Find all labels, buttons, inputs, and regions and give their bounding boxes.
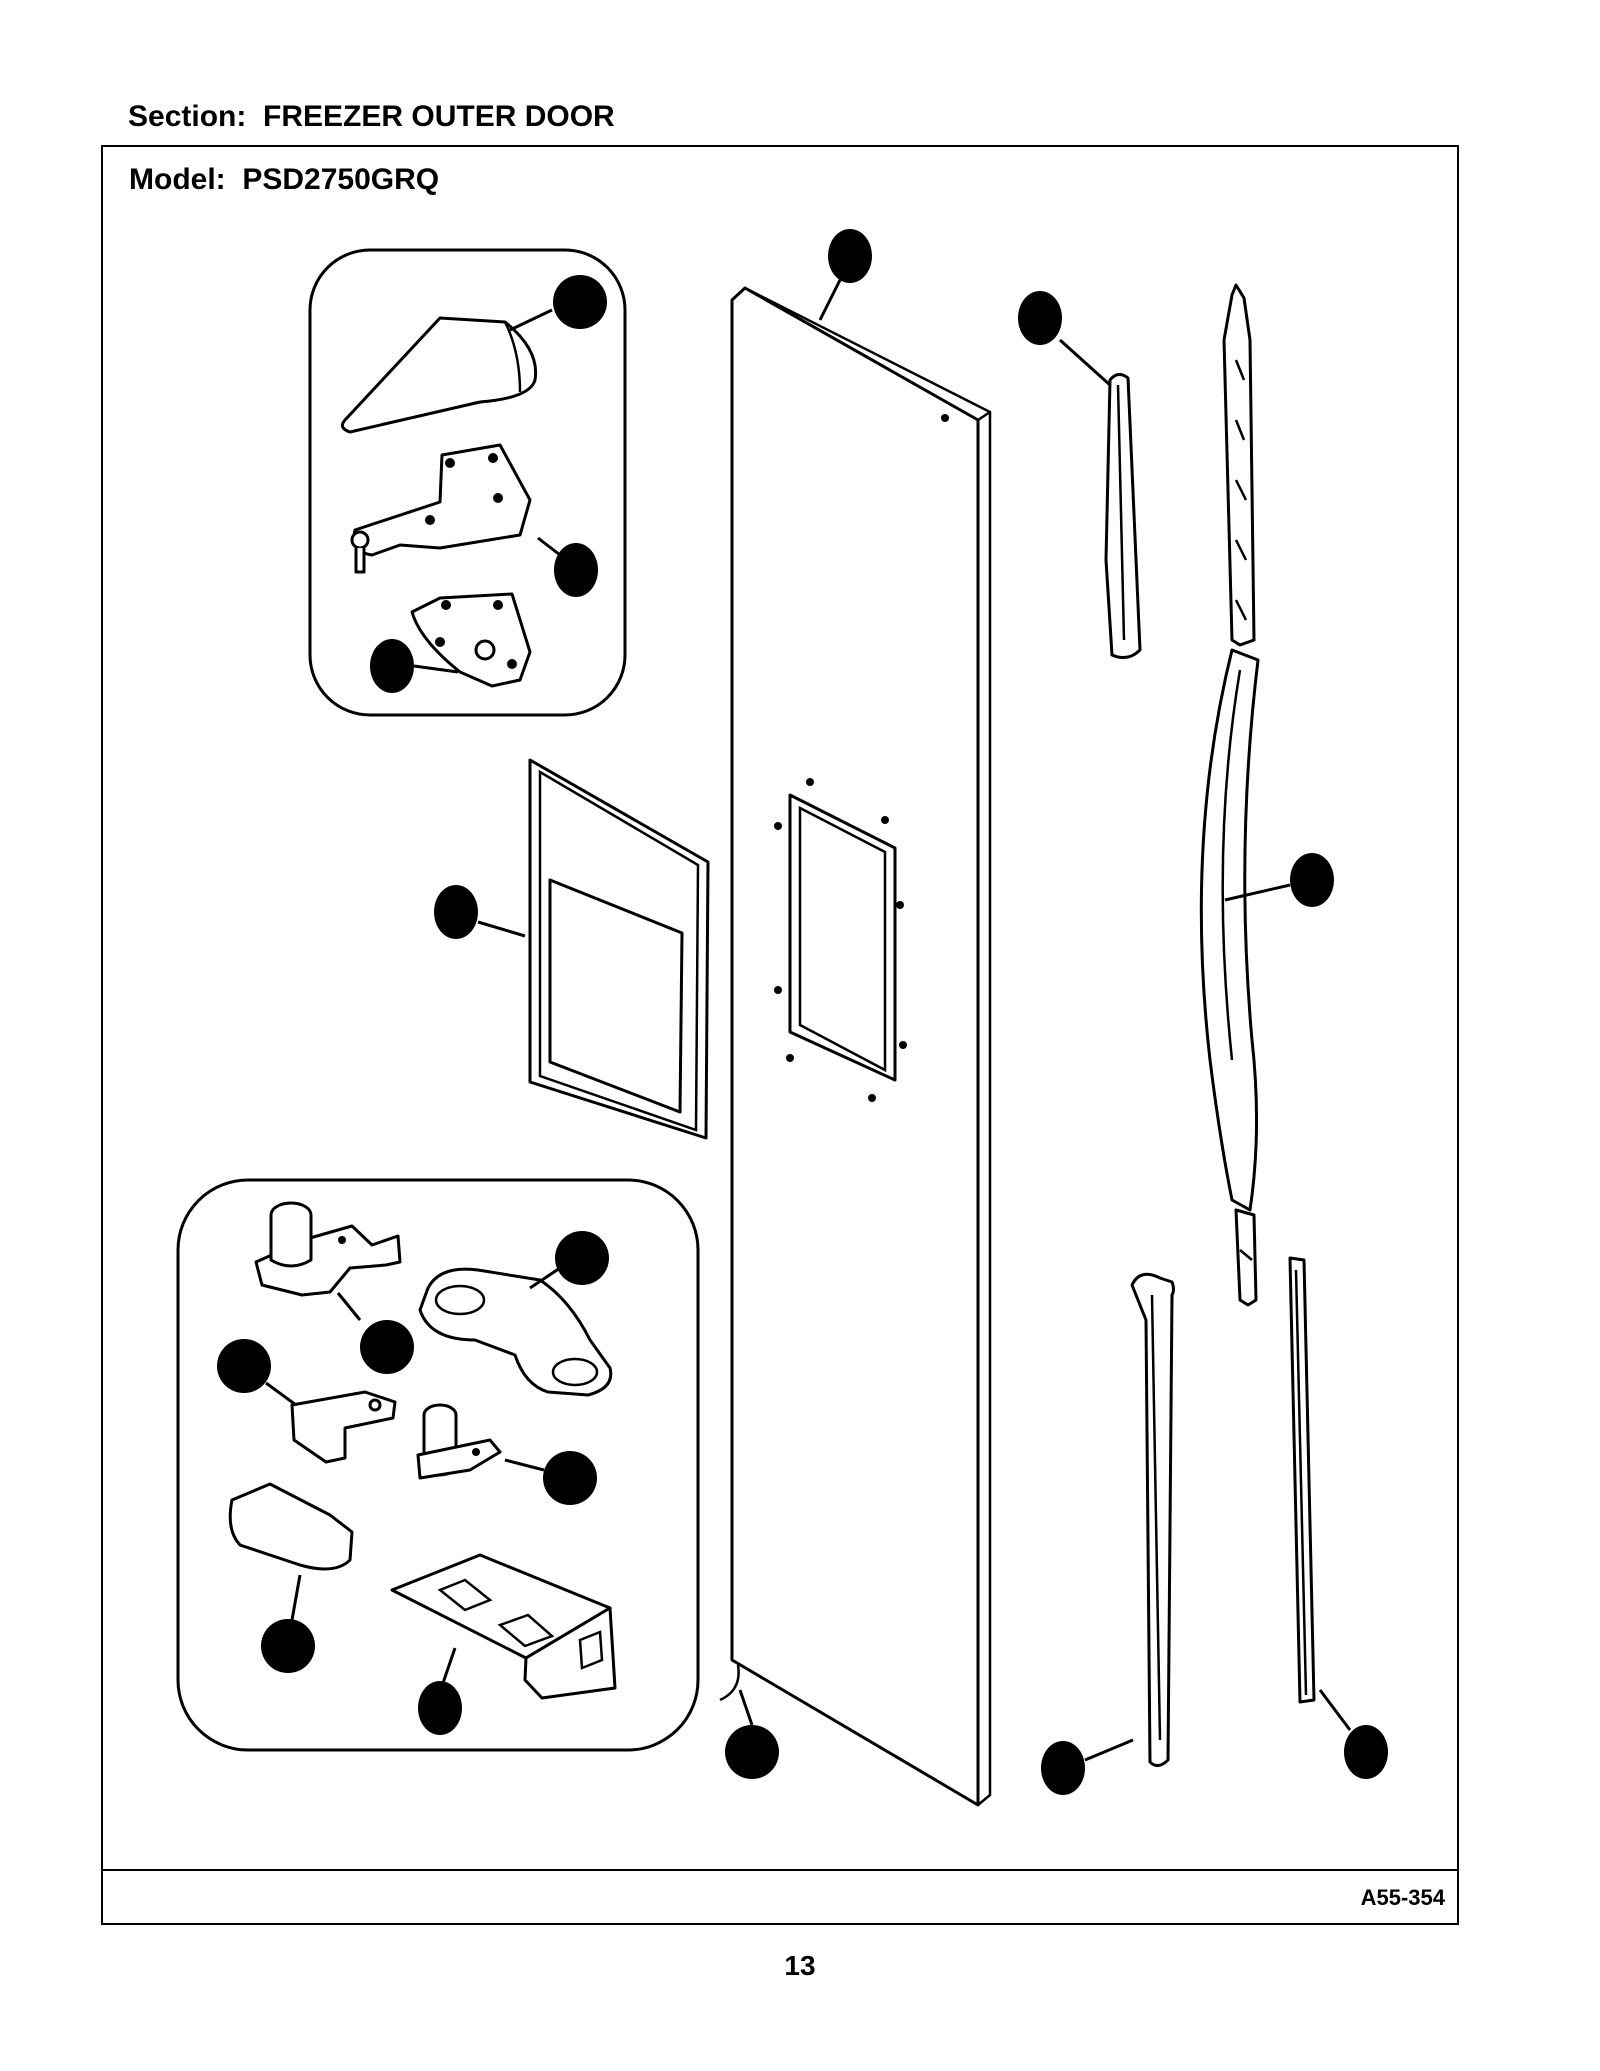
callout-11: 11	[725, 1689, 779, 1779]
hinge-shim-part	[410, 592, 532, 688]
callout-label: 4	[1055, 1752, 1072, 1785]
hinge-top-inset	[308, 248, 627, 717]
section-name: FREEZER OUTER DOOR	[263, 100, 615, 133]
hinge-spacer-part	[418, 1267, 613, 1397]
bottom-hinge-bracket-part	[390, 1553, 617, 1700]
callout-2: 2	[1224, 853, 1334, 907]
callout-label: 6	[448, 896, 465, 929]
drawing-code: A55-354	[1360, 1885, 1445, 1910]
page-number: 13	[784, 1950, 816, 1981]
callout-label: 11	[736, 1736, 768, 1769]
top-hinge-cover-edge	[503, 321, 522, 393]
hinge-clip-part	[290, 1390, 397, 1464]
side-trim-strip-part	[1288, 1256, 1316, 1704]
callout-16: 16	[336, 1292, 414, 1374]
callout-label: 8	[384, 650, 401, 683]
callout-label: 16	[370, 1331, 403, 1364]
bottom-trim-cap-part	[1130, 1272, 1175, 1767]
callout-9: 9	[418, 1647, 462, 1735]
callout-14: 14	[217, 1339, 297, 1407]
callout-label: 10	[553, 1462, 586, 1495]
callout-10: 10	[504, 1451, 597, 1505]
callout-1: 1	[818, 229, 872, 321]
callout-6: 6	[434, 885, 526, 939]
callout-13: 13	[261, 1574, 315, 1673]
callout-label: 2	[1304, 864, 1321, 897]
footer-divider	[103, 1869, 1457, 1871]
callout-4: 4	[1041, 1738, 1134, 1795]
door-handle-part	[1199, 283, 1260, 1307]
section-title: Section: FREEZER OUTER DOOR	[128, 100, 615, 134]
callout-label: 15	[563, 286, 596, 319]
callout-label: 13	[271, 1630, 304, 1663]
hinge-pin-part	[416, 1403, 502, 1480]
top-hinge-cover-part	[340, 316, 538, 434]
callout-3: 3	[1018, 291, 1112, 387]
bottom-hinge-cover-part	[228, 1482, 354, 1571]
top-hinge-plate-part	[352, 443, 532, 557]
model-number: PSD2750GRQ	[242, 163, 440, 196]
callout-label: 1	[842, 240, 859, 273]
callout-15: 15	[509, 275, 607, 332]
model-title: Model: PSD2750GRQ	[129, 163, 439, 197]
model-label: Model:	[129, 163, 226, 196]
callout-7: 7	[537, 536, 598, 597]
hinge-bottom-inset	[176, 1178, 700, 1752]
callout-12: 12	[529, 1231, 609, 1290]
freezer-door-panel-part	[730, 286, 992, 1807]
callout-label: 12	[565, 1242, 598, 1275]
callout-label: 7	[568, 554, 585, 587]
wire-harness-part	[719, 1664, 740, 1702]
callout-8: 8	[370, 639, 459, 693]
top-trim-cap-part	[1104, 373, 1142, 660]
section-label: Section:	[128, 100, 247, 133]
callout-label: 5	[1358, 1736, 1375, 1769]
callout-label: 14	[227, 1350, 261, 1383]
diagram-frame: Model: PSD2750GRQ A55-354	[101, 145, 1459, 1925]
hinge-pin-bracket-part	[254, 1201, 402, 1297]
callout-label: 9	[432, 1692, 449, 1725]
callout-5: 5	[1318, 1689, 1388, 1779]
dispenser-trim-frame-part	[528, 758, 710, 1140]
callout-label: 3	[1032, 302, 1049, 335]
